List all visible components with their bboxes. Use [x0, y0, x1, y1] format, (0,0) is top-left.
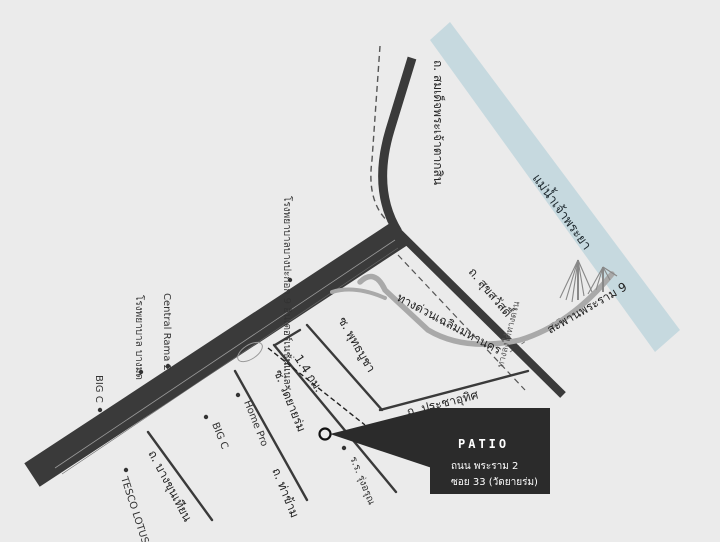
poi-dot-school — [341, 445, 347, 451]
callout-brand: PATIO — [458, 437, 509, 451]
road-rama2 — [24, 220, 410, 487]
road-somdet-taksin — [378, 56, 417, 235]
road-bangkhunthian — [146, 430, 214, 522]
callout-line2: ซอย 33 (วัดยายร่ม) — [451, 477, 538, 488]
expressway-chaloem-mahanakhon — [357, 271, 615, 347]
road-soi-phuthabucha — [305, 323, 384, 412]
poi-dot-homepro — [235, 392, 241, 398]
dashed-guide-2 — [397, 254, 526, 391]
poi-dot-bangkok-hospital — [287, 277, 293, 283]
road-suksawat — [395, 229, 566, 398]
poi-dot-bangmod-hospital — [138, 369, 144, 375]
dashed-guide-1 — [370, 45, 393, 226]
rama2-interchange — [237, 341, 263, 363]
road-stub-1 — [273, 328, 302, 347]
callout-box — [430, 408, 550, 494]
expressway-ramp — [330, 287, 387, 300]
callout-line1: ถนน พระราม 2 — [451, 461, 518, 472]
label-bangkok-hospital: โรงพยาบาลบางปะกอก 9 อินเตอร์เนชั่นแนล — [281, 196, 295, 385]
poi-dot-bigc-b — [203, 414, 209, 420]
location-pin — [318, 427, 332, 441]
poi-dot-central — [165, 363, 171, 369]
chao-phraya-river — [430, 22, 680, 352]
rama2-centerline — [54, 239, 396, 469]
main-roads — [24, 56, 566, 487]
rama2-centerline-2 — [61, 247, 399, 475]
poi-dot-bigc-a — [97, 407, 103, 413]
callout-pointer — [330, 408, 432, 468]
label-somdet-taksin: ถ. สมเด็จพระเจ้าตากสิน — [431, 60, 446, 185]
label-bigc-a: BIG C — [93, 375, 104, 403]
poi-dot-tesco — [123, 467, 129, 473]
label-bangmod-hospital: โรงพยาบาล บางมด — [133, 295, 146, 380]
rama9-bridge-icon — [559, 259, 618, 303]
distance-marker — [267, 347, 366, 426]
road-pracha-uthit — [378, 369, 530, 412]
label-central: Central Rama 2 — [161, 293, 172, 371]
poi-markers — [97, 277, 347, 473]
road-thakham — [233, 369, 309, 502]
